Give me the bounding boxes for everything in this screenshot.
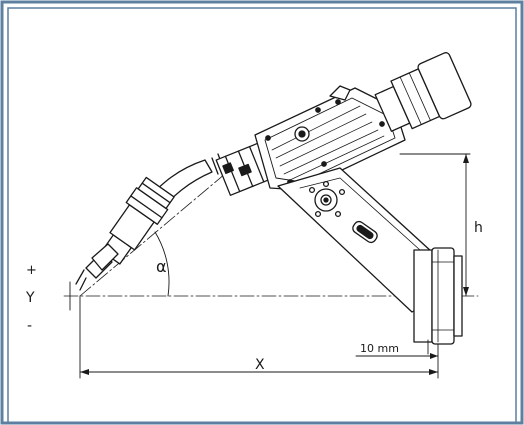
dimension-x xyxy=(79,295,439,379)
plus-label: + xyxy=(26,263,37,278)
nozzle-assembly xyxy=(101,176,175,265)
angle-arc xyxy=(154,231,170,297)
minus-label: - xyxy=(27,318,32,334)
y-label: Y xyxy=(25,290,35,306)
drive-body xyxy=(254,85,406,191)
arrowheads xyxy=(80,154,469,375)
contact-tip xyxy=(75,243,119,291)
inner-frame xyxy=(7,7,517,424)
offset-label: 10 mm xyxy=(360,342,399,355)
x-label: X xyxy=(255,357,265,373)
angle-construction-line xyxy=(79,167,233,297)
mounting-flange xyxy=(413,247,463,345)
alpha-label: α xyxy=(156,257,167,276)
cable-hose xyxy=(374,52,472,132)
h-label: h xyxy=(474,220,483,236)
dimension-h xyxy=(399,153,471,297)
dimension-offset xyxy=(355,339,439,357)
mounting-arm xyxy=(277,167,433,313)
